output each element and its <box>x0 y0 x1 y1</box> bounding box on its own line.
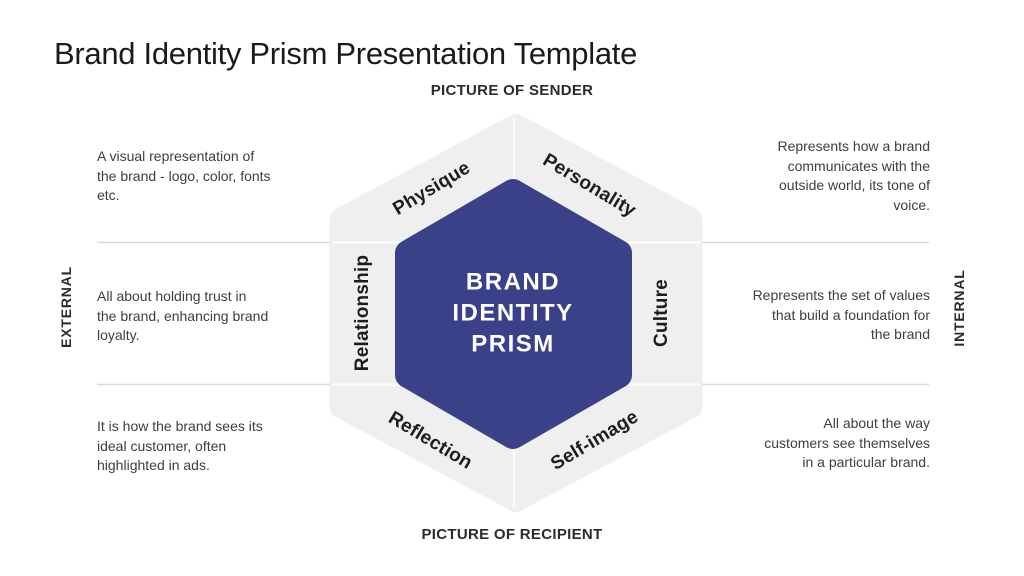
core-hexagon-title: BRAND IDENTITY PRISM <box>452 267 573 360</box>
segment-label-self-image: Self-image <box>547 406 643 475</box>
page-title: Brand Identity Prism Presentation Templa… <box>54 36 638 71</box>
segment-label-physique: Physique <box>389 157 475 220</box>
axis-label-external: EXTERNAL <box>58 266 74 348</box>
axis-label-internal: INTERNAL <box>951 269 967 347</box>
description-culture: Represents the set of values that build … <box>752 287 930 342</box>
axis-label-picture-of-recipient: PICTURE OF RECIPIENT <box>421 526 603 543</box>
core-title-line-1: BRAND <box>465 268 561 296</box>
description-relationship: All about holding trust in the brand, en… <box>97 288 269 343</box>
segment-label-culture: Culture <box>651 279 672 347</box>
core-title-line-2: IDENTITY <box>452 299 574 327</box>
segment-label-relationship: Relationship <box>352 254 373 372</box>
core-title-line-3: PRISM <box>471 330 555 358</box>
axis-label-picture-of-sender: PICTURE OF SENDER <box>430 82 594 99</box>
description-physique: A visual representation of the brand - l… <box>97 148 271 203</box>
description-personality: Represents how a brand communicates with… <box>777 138 930 213</box>
segment-label-reflection: Reflection <box>384 407 476 474</box>
description-reflection: It is how the brand sees its ideal custo… <box>97 418 263 473</box>
segment-label-personality: Personality <box>539 149 640 222</box>
description-self-image: All about the way customers see themselv… <box>764 415 930 470</box>
